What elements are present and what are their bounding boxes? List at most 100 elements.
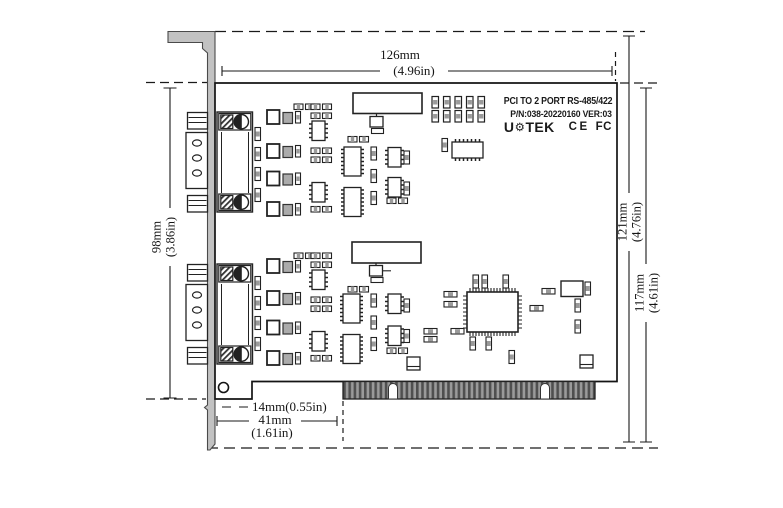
- smd-cluster: [266, 290, 302, 306]
- smd-component: [481, 274, 489, 289]
- smd-component: [370, 190, 378, 206]
- smd-component: [502, 274, 510, 289]
- smd-component: [472, 274, 480, 289]
- smd-component: [477, 109, 486, 123]
- smd-component: [477, 95, 486, 109]
- smd-cluster: [266, 258, 302, 274]
- pin-header: [351, 241, 422, 264]
- ic-chip-soic14: [339, 333, 364, 365]
- edge-connector: [342, 380, 596, 400]
- connector-key-notch: [388, 383, 398, 400]
- smd-cluster: [266, 109, 302, 125]
- brand-logo-suffix: TEK: [525, 119, 555, 135]
- ic-chip-soic14: [339, 293, 364, 324]
- smd-component: [254, 166, 262, 182]
- smd-component: [541, 287, 556, 295]
- jack-screw: [218, 264, 252, 283]
- smd-component: [370, 127, 385, 135]
- dim-bracket-height-inch: (3.86in): [163, 216, 177, 258]
- dim-pcb-height-mm: 117mm: [632, 273, 647, 313]
- dim-pcb-height-inch: (4.61in): [646, 272, 660, 314]
- dimension-lines: [163, 35, 652, 443]
- gold-fingers: [342, 380, 596, 400]
- gear-icon: ⚙: [514, 120, 525, 134]
- smd-component: [254, 126, 262, 142]
- smd-component: [574, 319, 582, 334]
- smd-component: [369, 115, 384, 128]
- smd-component: [485, 336, 493, 351]
- smd-component: [370, 146, 378, 161]
- smd-component: [254, 146, 262, 162]
- smd-component: [370, 336, 378, 352]
- ic-chip-soic8: [384, 293, 405, 315]
- smd-component: [370, 293, 378, 308]
- smd-component: [508, 349, 516, 365]
- smd-component: [254, 295, 262, 311]
- smd-component: [403, 181, 411, 196]
- smd-component: [403, 150, 411, 165]
- fcc-mark: FC: [595, 121, 612, 133]
- pin-header: [352, 92, 423, 115]
- smd-component: [454, 95, 463, 109]
- db9-connector-top: [185, 111, 254, 213]
- capacitor: [579, 354, 594, 369]
- ic-chip-soic8: [384, 176, 405, 198]
- ic-chip-qfp-controller: [462, 287, 523, 337]
- smd-cluster: [266, 350, 302, 366]
- reference-lines: [146, 30, 658, 449]
- smd-component: [370, 315, 378, 330]
- ic-chip-soic14: [340, 146, 365, 177]
- dim-width-mm: 126mm: [380, 47, 420, 62]
- smd-component: [442, 95, 451, 109]
- smd-cluster: [266, 170, 302, 187]
- dim-total-height: 121mm (4.76in): [615, 201, 644, 243]
- smd-component: [443, 290, 458, 298]
- components-port2: [254, 241, 594, 371]
- smd-component: [431, 109, 440, 123]
- smd-component: [584, 281, 592, 296]
- smd-component: [574, 298, 582, 313]
- db9-connector-bottom: [185, 263, 254, 365]
- dim-hole-offset-label: 14mm(0.55in): [252, 399, 327, 414]
- ce-mark: CE: [568, 121, 590, 133]
- capacitor: [406, 356, 421, 371]
- ic-chip-soic14: [451, 138, 484, 162]
- card-title: PCI TO 2 PORT RS-485/422: [503, 96, 612, 107]
- ic-chip-soic8: [308, 120, 329, 142]
- smd-component: [370, 276, 384, 284]
- ic-chip-soic8: [308, 181, 329, 203]
- smd-component: [469, 336, 477, 351]
- smd-component: [254, 187, 262, 203]
- smd-component: [423, 327, 438, 335]
- smd-component: [454, 109, 463, 123]
- dim-total-height-inch: (4.76in): [629, 201, 643, 243]
- smd-cluster: [266, 143, 302, 159]
- smd-component: [450, 327, 465, 335]
- ic-chip-soic14: [340, 186, 365, 218]
- connector-key-notch: [540, 383, 550, 400]
- dim-bracket-height: 98mm (3.86in): [149, 216, 178, 258]
- smd-component: [368, 264, 384, 277]
- smd-component: [431, 95, 440, 109]
- dim-bracket-height-mm: 98mm: [149, 220, 164, 254]
- smd-component: [254, 275, 262, 291]
- mounting-hole: [217, 381, 230, 394]
- smd-component: [465, 95, 474, 109]
- smd-cluster: [266, 201, 302, 217]
- ic-chip-soic8: [384, 146, 405, 168]
- smd-component: [442, 109, 451, 123]
- mounting-bracket: [167, 30, 216, 451]
- smd-component: [370, 168, 378, 184]
- smd-cluster: [266, 319, 302, 336]
- smd-component: [254, 315, 262, 331]
- crystal-oscillator: [560, 280, 584, 298]
- dim-width-inch: (4.96in): [393, 63, 435, 78]
- dim-pcb-height: 117mm (4.61in): [632, 272, 661, 314]
- smd-component: [423, 335, 438, 343]
- dim-total-height-mm: 121mm: [615, 202, 630, 242]
- smd-component: [465, 109, 474, 123]
- jack-screw: [218, 193, 252, 212]
- smd-component: [529, 304, 544, 312]
